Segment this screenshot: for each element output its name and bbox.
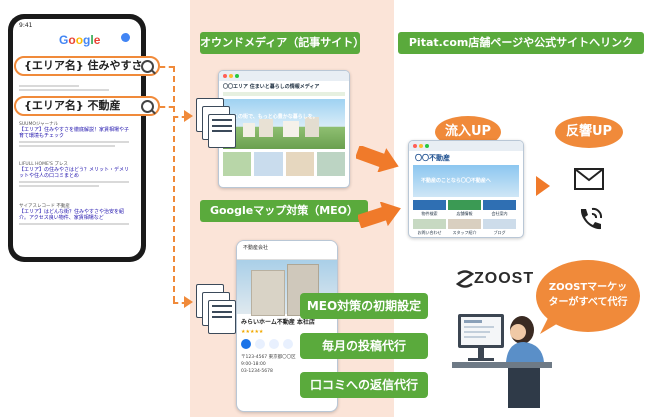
hero-text: この街で、もっと心豊かな暮らしを。 [233, 114, 318, 120]
site-menu-item[interactable]: ブログ [483, 219, 516, 236]
mail-icon [574, 168, 604, 190]
response-up-badge: 反響UP [555, 116, 623, 148]
meo-task-monthly-posts: 毎月の投稿代行 [300, 333, 428, 359]
search-query-livability[interactable]: {エリア名} 住みやすさ [14, 56, 160, 76]
hero-image: 不動産のことなら〇〇不動産へ [413, 165, 519, 197]
meo-task-review-replies: 口コミへの返信代行 [300, 372, 428, 398]
speech-bubble-tail [540, 318, 560, 334]
connector-line [173, 116, 187, 118]
connector-line [160, 66, 174, 68]
pitat-link-label: Pitat.com店舗ページや公式サイトへリンク [398, 32, 644, 54]
building-photo [237, 260, 337, 316]
connector-line [173, 302, 187, 304]
avatar[interactable] [121, 33, 130, 42]
phone-time: 9:41 [19, 22, 33, 29]
search-results-screen: 9:41 Google SUUMOジャーナル 【エリア】住みやすさを徹底解説！家… [13, 19, 141, 257]
site-menu-item[interactable]: スタッフ紹介 [448, 219, 481, 236]
google-logo: Google [59, 33, 101, 47]
listing-phone: 03-1234-5678 [241, 369, 273, 374]
connector-line [173, 66, 175, 302]
hero-text: 不動産のことなら〇〇不動産へ [421, 178, 491, 184]
result-title[interactable]: 【エリア】の住みやさはどう？メリット・デメリットや住人の口コミまとめ [19, 167, 130, 179]
result-source: SUUMOジャーナル [19, 122, 59, 127]
star-rating: ★★★★★ [241, 329, 264, 335]
site-menu-item[interactable]: 店舗情報 [448, 200, 481, 217]
meo-task-initial-setup: MEO対策の初期設定 [300, 293, 428, 319]
site-logo: 〇〇不動産 [415, 154, 450, 162]
google-maps-listing-screenshot: 不動産会社 みらいホーム不動産 本社店 ★★★★★ 〒123-4567 東京都〇… [236, 240, 338, 412]
arrow-right-icon [358, 202, 401, 228]
search-icon [141, 100, 154, 113]
meo-label: Googleマップ対策（MEO） [200, 200, 368, 222]
official-site-screenshot: 〇〇不動産 不動産のことなら〇〇不動産へ 物件検索 店舗情報 会社案内 お問い合… [408, 140, 524, 238]
arrow-right-icon [356, 146, 399, 172]
maps-search-bar: 不動産会社 [237, 241, 337, 260]
result-title[interactable]: 【エリア】住みやすさを徹底解説！家賃相場や子育て環境もチェック [19, 127, 130, 139]
search-result-faded [19, 83, 133, 91]
listing-address: 〒123-4567 東京都〇〇区 [241, 355, 296, 360]
listing-hours: 9:00-18:00 [241, 362, 266, 367]
search-icon [141, 60, 154, 73]
listing-title: みらいホーム不動産 本社店 [241, 319, 315, 326]
owned-media-site-screenshot: 〇〇エリア 住まいと暮らしの情報メディア この街で、もっと心豊かな暮らしを。 [218, 70, 350, 188]
search-query-text: {エリア名} 不動産 [24, 99, 121, 112]
site-menu-item[interactable]: 会社案内 [483, 200, 516, 217]
document-icon [208, 114, 236, 148]
chevron-right-icon [536, 176, 550, 196]
phone-call-icon [580, 207, 603, 230]
connector-line [160, 106, 174, 108]
owned-media-label: オウンドメディア（記事サイト） [200, 32, 364, 54]
site-menu-item[interactable]: 物件検索 [413, 200, 446, 217]
site-menu-item[interactable]: お問い合わせ [413, 219, 446, 236]
arrowhead-icon [184, 110, 193, 122]
search-result[interactable]: LIFULL HOME'S プレス 【エリア】の住みやさはどう？メリット・デメリ… [19, 161, 133, 187]
person-at-computer-illustration [452, 314, 552, 408]
zoost-logo-icon [456, 270, 474, 288]
zoost-logo: ZOOST [474, 270, 535, 287]
arrowhead-icon [184, 296, 193, 308]
document-icon [208, 300, 236, 334]
search-result[interactable]: SUUMOジャーナル 【エリア】住みやすさを徹底解説！家賃相場や子育て環境もチェ… [19, 121, 133, 147]
result-source: LIFULL HOME'S プレス [19, 162, 68, 167]
search-query-text: {エリア名} 住みやすさ [24, 59, 143, 72]
hero-image: この街で、もっと心豊かな暮らしを。 [223, 99, 345, 149]
result-source: サイアスレコード 不動産 [19, 204, 70, 209]
site-title: 〇〇エリア 住まいと暮らしの情報メディア [223, 84, 320, 90]
search-query-real-estate[interactable]: {エリア名} 不動産 [14, 96, 160, 116]
search-result[interactable]: サイアスレコード 不動産 【エリア】はどんな街？住みやすさや治安を紹介。アクセス… [19, 203, 133, 225]
result-title[interactable]: 【エリア】はどんな街？住みやすさや治安を紹介。アクセス良い物件、家賃相場など [19, 209, 125, 221]
